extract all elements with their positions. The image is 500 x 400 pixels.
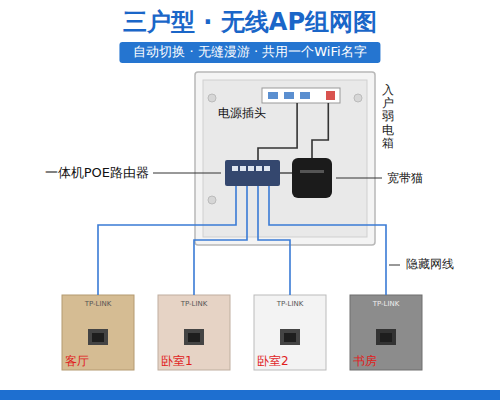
ethernet-jack	[380, 333, 392, 342]
ethernet-jack	[284, 333, 296, 342]
port	[256, 166, 262, 171]
cable-note: 隐藏网线	[404, 257, 456, 273]
network-cable	[269, 186, 386, 295]
title: 三户型 · 无线AP组网图	[0, 6, 500, 38]
port	[232, 166, 238, 171]
device-label: 电源插头	[218, 106, 266, 120]
ap-panel	[62, 295, 134, 370]
cabinet-housing	[195, 72, 375, 245]
leader-line	[336, 178, 382, 179]
knockout-hole	[354, 94, 362, 102]
distribution-box: 电源插头一体机POE路由器宽带猫入户弱电箱	[195, 72, 375, 245]
leader-line	[389, 265, 400, 266]
ap-panel: TP-LINK 卧室1	[158, 295, 230, 370]
leader-line	[153, 173, 221, 174]
poe-router: 一体机POE路由器	[225, 160, 280, 186]
modem-body	[292, 158, 332, 198]
room-label: 书房	[353, 354, 377, 368]
ethernet-port	[88, 329, 108, 345]
power-strip: 电源插头	[262, 88, 340, 103]
ap-panel: TP-LINK 书房	[350, 295, 422, 370]
modem-light	[300, 170, 324, 173]
device-label: 宽带猫	[387, 171, 423, 185]
network-cable	[194, 186, 247, 295]
ap-panel	[254, 295, 326, 370]
brand-text: TP-LINK	[254, 300, 326, 308]
ethernet-jack	[188, 333, 200, 342]
port	[240, 166, 246, 171]
subtitle-band: 自动切换 · 无缝漫游 · 共用一个WiFi名字	[119, 42, 380, 63]
ethernet-port	[376, 329, 396, 345]
brand-text: TP-LINK	[158, 300, 230, 308]
ethernet-jack	[92, 333, 104, 342]
ethernet-port	[184, 329, 204, 345]
broadband-modem: 宽带猫	[292, 158, 332, 198]
ap-panel	[158, 295, 230, 370]
bottom-bar	[0, 390, 500, 400]
power-cord	[312, 103, 328, 158]
port	[264, 166, 270, 171]
room-label: 卧室2	[257, 354, 289, 368]
brand-text: TP-LINK	[350, 300, 422, 308]
network-cable	[280, 172, 292, 174]
power-strip	[262, 88, 340, 103]
ap-panel	[350, 295, 422, 370]
router-body	[225, 160, 280, 186]
network-cable	[258, 186, 290, 295]
device-label: 一体机POE路由器	[45, 165, 149, 181]
ap-panel: TP-LINK 客厅	[62, 295, 134, 370]
port	[248, 166, 254, 171]
socket	[284, 92, 294, 99]
switch	[326, 91, 335, 100]
room-label: 客厅	[65, 354, 89, 368]
ap-panel: TP-LINK 卧室2	[254, 295, 326, 370]
brand-text: TP-LINK	[62, 300, 134, 308]
knockout-hole	[208, 196, 216, 204]
knockout-hole	[208, 94, 216, 102]
ethernet-port	[280, 329, 300, 345]
cabinet-panel	[203, 80, 367, 237]
socket	[300, 92, 310, 99]
socket	[268, 92, 278, 99]
room-label: 卧室1	[161, 354, 193, 368]
box-label: 入户弱电箱	[382, 84, 394, 150]
